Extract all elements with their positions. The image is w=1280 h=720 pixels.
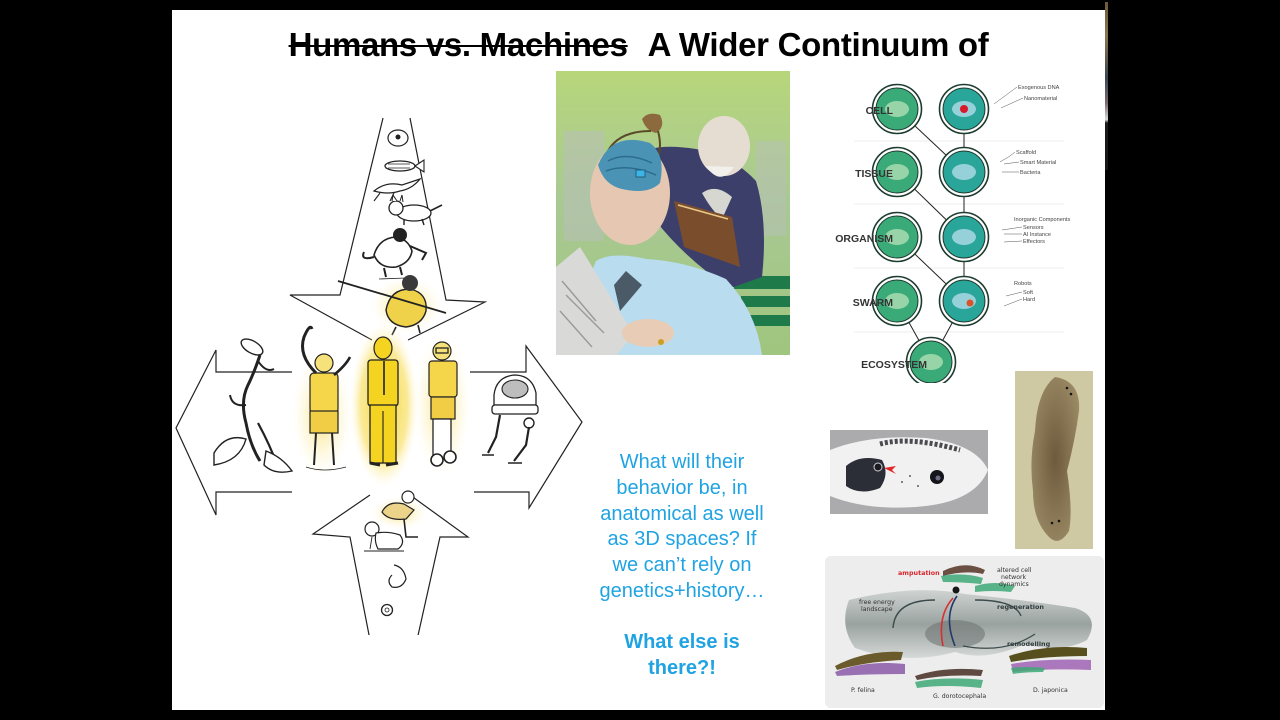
scale-circle-swarm-left <box>871 275 923 327</box>
fish-figure <box>384 158 425 174</box>
adult-kneeling-figure <box>371 490 427 538</box>
annotation: Exogenous DNA <box>1018 85 1060 91</box>
title-text: A Wider Continuum of <box>647 26 989 63</box>
circle-motif <box>885 164 909 180</box>
emphasis-line: there?! <box>648 656 716 679</box>
annotation: Sensors <box>1023 225 1044 231</box>
video-thumbnail-edge <box>1105 2 1108 170</box>
annotation: Nanomaterial <box>1024 96 1057 102</box>
annotation: Robots <box>1014 281 1032 287</box>
early-human-figure <box>337 275 447 336</box>
label-altered: altered cell <box>997 567 1032 574</box>
row-label-tissue: TISSUE <box>855 168 893 180</box>
annotation: Scaffold <box>1016 150 1036 156</box>
annotation: Inorganic Components <box>1014 217 1070 223</box>
annotation: Smart Material <box>1020 160 1056 166</box>
exogenous-dna-marker <box>960 105 968 113</box>
embryo-figure <box>388 564 407 588</box>
evolution-continuum-diagram <box>175 117 583 635</box>
question-line: anatomical as well <box>600 502 764 525</box>
scale-circle-organism-left <box>871 211 923 263</box>
annotations: Exogenous DNA Nanomaterial Scaffold Smar… <box>1014 85 1070 303</box>
slide-title: Humans vs. Machines A Wider Continuum of <box>172 26 1105 64</box>
label-species: D. japonica <box>1033 687 1068 694</box>
biological-scale-diagram: CELL TISSUE ORGANISM SWARM ECOSYSTEM Exo… <box>835 83 1070 383</box>
label-species: G. dorotocephala <box>933 693 986 700</box>
circle-motif <box>952 229 976 245</box>
spacer <box>572 605 792 630</box>
annotation: AI Instance <box>1023 232 1051 238</box>
circle-motif <box>919 354 943 370</box>
scale-circle-cell-left <box>871 83 923 135</box>
presentation-slide: Humans vs. Machines A Wider Continuum of <box>172 10 1105 710</box>
annotation-leaders <box>993 86 1024 307</box>
label-free-energy: free energy <box>859 599 895 606</box>
mammal-figure <box>388 193 443 226</box>
row-label-swarm: SWARM <box>853 297 894 309</box>
human-with-snakes-figure <box>292 325 352 477</box>
title-struck-text: Humans vs. Machines <box>288 26 628 63</box>
annotation: Soft <box>1023 290 1033 296</box>
row-label-cell: CELL <box>866 105 894 117</box>
bottom-arrow <box>311 494 470 635</box>
row-label-ecosystem: ECOSYSTEM <box>861 359 927 371</box>
question-line: we can’t rely on <box>612 554 752 577</box>
scale-circle-tissue-right <box>938 146 990 198</box>
chimera-creature-figure <box>213 338 294 473</box>
scale-circle-tissue-left <box>871 146 923 198</box>
single-cell-figure <box>387 129 409 147</box>
circle-motif <box>885 229 909 245</box>
annotation: Effectors <box>1023 239 1045 245</box>
baby-crawling-figure <box>364 521 404 552</box>
label-regeneration: regeneration <box>997 603 1044 611</box>
newspaper <box>556 247 634 355</box>
brain-robot-figure <box>482 374 539 464</box>
label-remodelling: remodelling <box>1007 640 1051 648</box>
circle-motif <box>952 164 976 180</box>
monkey-figure <box>362 228 428 280</box>
scale-circle-swarm-right <box>938 275 990 327</box>
soft-robot-marker <box>966 299 974 307</box>
planarian-photo <box>1015 371 1093 549</box>
label-species: P. felina <box>851 687 875 694</box>
emphasis-line: What else is <box>624 630 740 653</box>
left-arrow <box>175 349 292 516</box>
question-line: behavior be, in <box>616 476 748 499</box>
question-line: What will their <box>619 451 745 473</box>
question-text-block: What will their behavior be, in anatomic… <box>572 450 792 681</box>
row-label-organism: ORGANISM <box>835 233 893 245</box>
scale-circle-organism-right <box>938 211 990 263</box>
scale-circles <box>871 83 990 383</box>
question-line: as 3D spaces? If <box>607 528 757 551</box>
cyborg-brain-illustration <box>556 71 790 355</box>
label-amputation: amputation <box>898 569 940 577</box>
right-arrow <box>470 344 583 511</box>
scale-circle-ecosystem-mid <box>905 336 957 383</box>
label-altered: dynamics <box>999 581 1029 588</box>
zygote-figure <box>380 603 394 617</box>
row-separators <box>854 140 1064 333</box>
label-altered: network <box>1001 574 1027 581</box>
label-free-energy: landscape <box>861 606 893 613</box>
tadpole-photo <box>830 430 988 514</box>
amphibian-figure <box>372 177 422 202</box>
circle-motif <box>885 101 909 117</box>
cyborg-human-figure <box>414 335 470 475</box>
question-line: genetics+history… <box>599 579 765 602</box>
free-energy-landscape-figure: amputation altered cell network dynamics… <box>825 556 1104 708</box>
scale-circle-cell-right <box>938 83 990 135</box>
annotation: Hard <box>1023 297 1035 303</box>
annotation: Bacteria <box>1020 170 1041 176</box>
circle-motif <box>885 293 909 309</box>
central-human-figure <box>350 323 418 487</box>
